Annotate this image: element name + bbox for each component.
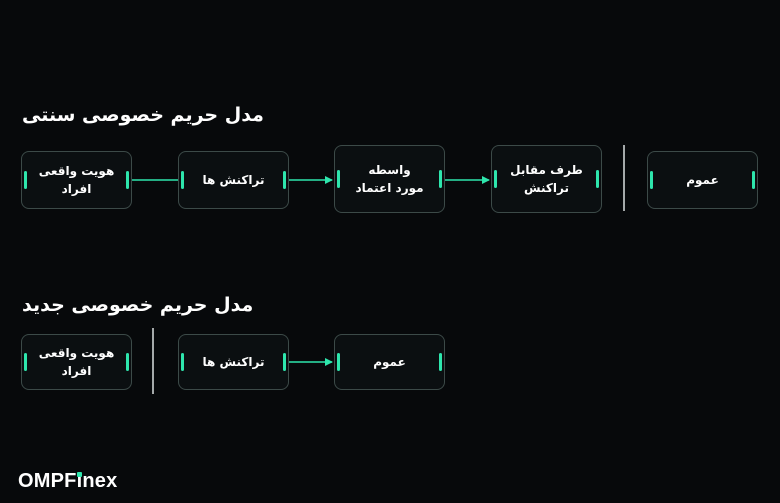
traditional-model-title: مدل حریم خصوصی سنتی: [22, 104, 264, 126]
trusted-intermediary-label: واسطه: [368, 163, 411, 177]
new-real-identity-label: هویت واقعی افراد: [38, 346, 115, 378]
logo-text-i: i: [76, 470, 83, 492]
connector-tick: [337, 170, 340, 188]
connector-tick: [283, 171, 286, 189]
real-identity-box: هویت واقعی افراد: [21, 151, 132, 209]
counterparty-box: طرف مقابل تراکنش: [491, 145, 602, 213]
connector-tick: [181, 171, 184, 189]
real-identity-label: هویت واقعی افراد: [38, 164, 115, 196]
connector-tick: [439, 353, 442, 371]
logo-text-pre: OMPF: [18, 470, 77, 492]
transactions-box: تراکنش ها: [178, 151, 289, 209]
new-transactions-box: تراکنش ها: [178, 334, 289, 390]
counterparty-label-line2: تراکنش: [524, 181, 569, 195]
connector-tick: [24, 171, 27, 189]
connector-tick: [337, 353, 340, 371]
new-transactions-label: تراکنش ها: [202, 355, 265, 369]
connector-tick: [494, 170, 497, 188]
connector-tick: [752, 171, 755, 189]
connector-tick: [126, 353, 129, 371]
connector-tick: [650, 171, 653, 189]
connector-tick: [181, 353, 184, 371]
new-public-label: عموم: [373, 355, 406, 369]
public-label: عموم: [686, 173, 719, 187]
new-model-title: مدل حریم خصوصی جدید: [22, 294, 254, 316]
transactions-label: تراکنش ها: [202, 173, 265, 187]
public-box: عموم: [647, 151, 758, 209]
counterparty-label: طرف مقابل: [510, 163, 583, 177]
new-real-identity-box: هویت واقعی افراد: [21, 334, 132, 390]
connector-tick: [24, 353, 27, 371]
connector-tick: [596, 170, 599, 188]
connector-tick: [283, 353, 286, 371]
logo-text-post: nex: [82, 470, 118, 492]
ompfinex-logo: OMPFinex: [18, 470, 117, 493]
connector-tick: [439, 170, 442, 188]
new-public-box: عموم: [334, 334, 445, 390]
connector-tick: [126, 171, 129, 189]
trusted-intermediary-label-line2: مورد اعتماد: [355, 181, 424, 195]
trusted-intermediary-box: واسطه مورد اعتماد: [334, 145, 445, 213]
